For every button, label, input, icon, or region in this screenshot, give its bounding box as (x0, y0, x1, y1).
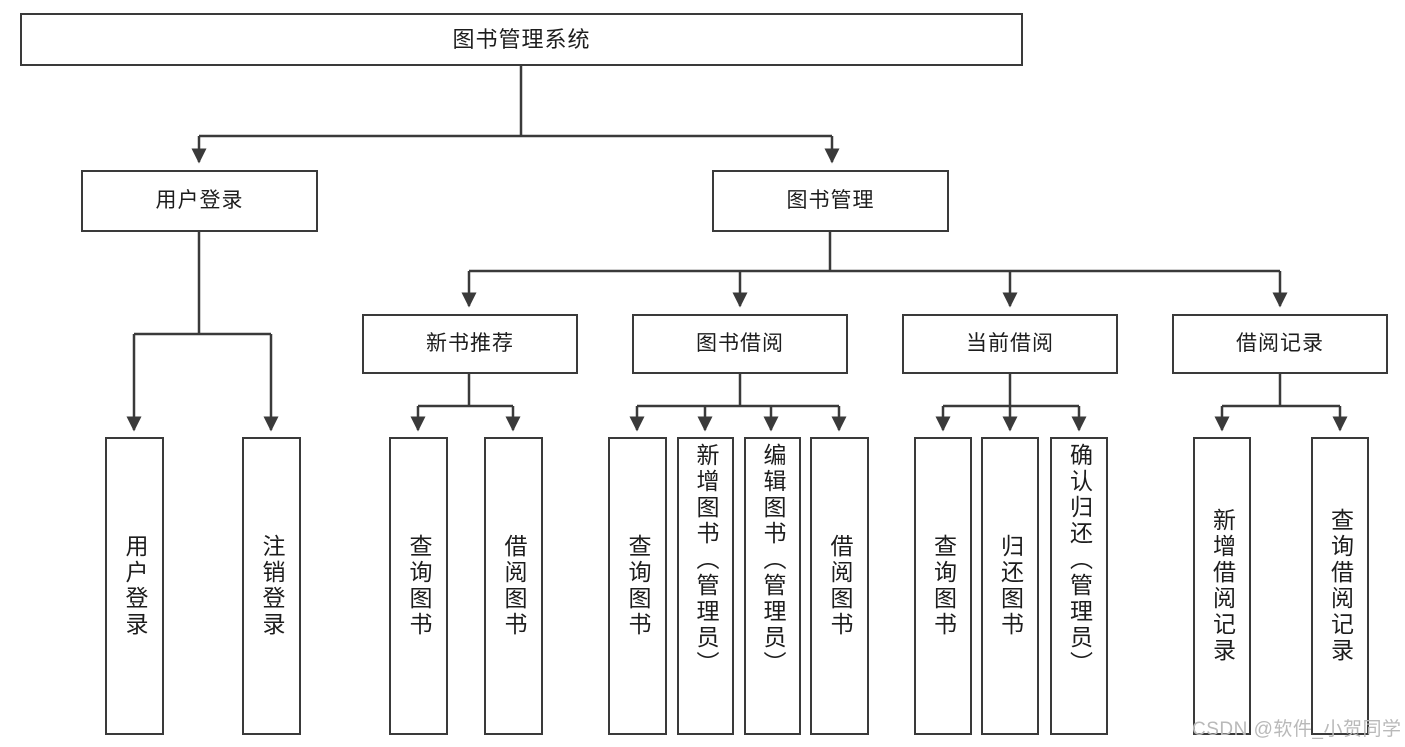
node-root[interactable]: 图书管理系统 (20, 13, 1023, 66)
node-new-book-recommend[interactable]: 新书推荐 (362, 314, 578, 374)
leaf-query-book-1-label: 查询图书 (406, 534, 432, 638)
node-root-label: 图书管理系统 (452, 26, 591, 52)
node-borrow-record[interactable]: 借阅记录 (1172, 314, 1388, 374)
leaf-query-book-3[interactable]: 查询图书 (914, 437, 972, 735)
leaf-edit-book-label: 编辑图书（管理员） (760, 443, 786, 677)
leaf-confirm-return-label: 确认归还（管理员） (1066, 443, 1093, 677)
leaf-borrow-book-2[interactable]: 借阅图书 (810, 437, 869, 735)
leaf-add-book[interactable]: 新增图书（管理员） (677, 437, 734, 735)
leaf-add-record-label: 新增借阅记录 (1209, 508, 1236, 664)
node-user-login[interactable]: 用户登录 (81, 170, 318, 232)
leaf-return-book[interactable]: 归还图书 (981, 437, 1039, 735)
leaf-query-book-2-label: 查询图书 (625, 534, 651, 638)
watermark: CSDN @软件_小贺同学 (1192, 719, 1402, 740)
leaf-query-book-2[interactable]: 查询图书 (608, 437, 667, 735)
node-book-borrow[interactable]: 图书借阅 (632, 314, 848, 374)
node-user-login-label: 用户登录 (155, 188, 244, 212)
leaf-query-record-label: 查询借阅记录 (1327, 508, 1354, 664)
node-current-borrow-label: 当前借阅 (966, 331, 1054, 355)
leaf-borrow-book-2-label: 借阅图书 (827, 534, 853, 638)
leaf-confirm-return[interactable]: 确认归还（管理员） (1050, 437, 1108, 735)
leaf-logout-login[interactable]: 注销登录 (242, 437, 301, 735)
leaf-query-book-3-label: 查询图书 (930, 534, 957, 638)
leaf-edit-book[interactable]: 编辑图书（管理员） (744, 437, 801, 735)
leaf-borrow-book-1[interactable]: 借阅图书 (484, 437, 543, 735)
leaf-query-book-1[interactable]: 查询图书 (389, 437, 448, 735)
node-new-book-recommend-label: 新书推荐 (426, 331, 514, 355)
leaf-logout-login-label: 注销登录 (259, 534, 285, 638)
leaf-query-record[interactable]: 查询借阅记录 (1311, 437, 1369, 735)
leaf-add-book-label: 新增图书（管理员） (693, 443, 719, 677)
leaf-add-record[interactable]: 新增借阅记录 (1193, 437, 1251, 735)
node-book-management-label: 图书管理 (786, 188, 875, 212)
leaf-borrow-book-1-label: 借阅图书 (501, 534, 527, 638)
leaf-return-book-label: 归还图书 (997, 534, 1024, 638)
leaf-user-login[interactable]: 用户登录 (105, 437, 164, 735)
node-borrow-record-label: 借阅记录 (1236, 331, 1324, 355)
leaf-user-login-label: 用户登录 (122, 534, 148, 638)
node-book-borrow-label: 图书借阅 (696, 331, 784, 355)
node-current-borrow[interactable]: 当前借阅 (902, 314, 1118, 374)
node-book-management[interactable]: 图书管理 (712, 170, 949, 232)
